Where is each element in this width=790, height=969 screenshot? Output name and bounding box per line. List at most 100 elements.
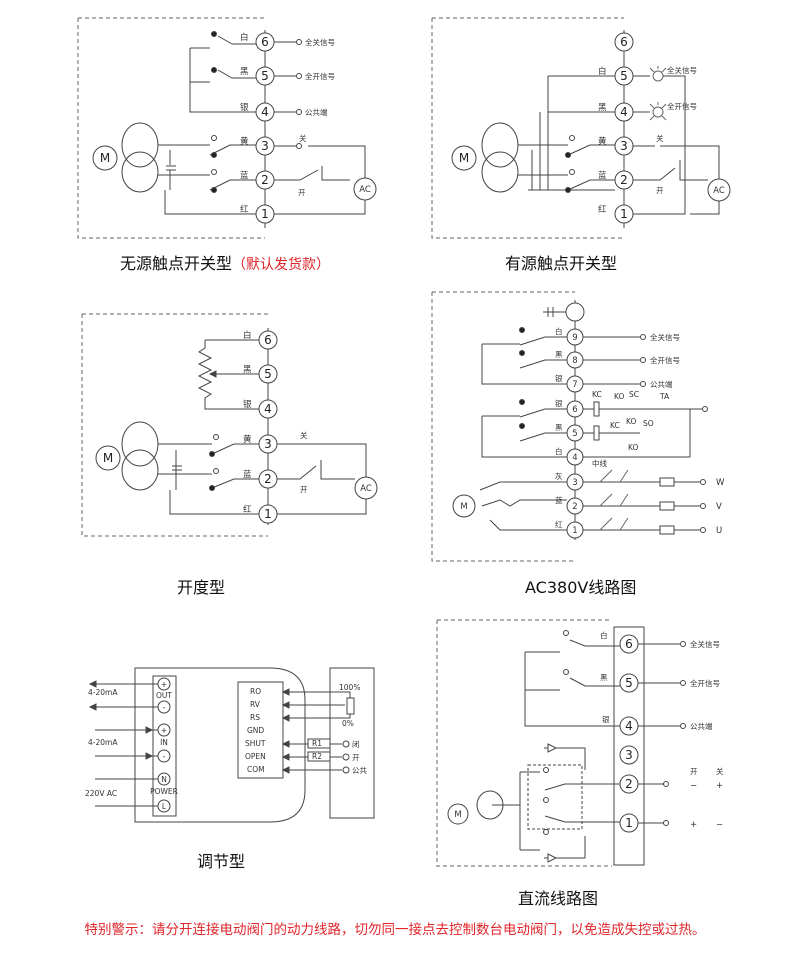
svg-text:白: 白 (555, 326, 563, 336)
svg-text:黑: 黑 (598, 103, 607, 113)
svg-text:黑: 黑 (240, 67, 249, 77)
svg-text:RS: RS (250, 713, 260, 722)
svg-text:闭: 闭 (352, 740, 360, 749)
svg-text:5: 5 (620, 69, 628, 83)
svg-text:关: 关 (716, 766, 724, 776)
diagram-active: 6 5 4 3 2 1 白 黑 黄 蓝 红 全关信号 全开信号 M 关 开 AC (431, 17, 731, 239)
svg-text:2: 2 (625, 777, 633, 791)
svg-text:4: 4 (572, 453, 577, 463)
svg-text:M: M (103, 451, 113, 465)
svg-text:M: M (100, 151, 110, 165)
svg-text:U: U (716, 526, 722, 536)
svg-text:COM: COM (247, 765, 265, 774)
svg-text:全开信号: 全开信号 (650, 355, 680, 365)
svg-text:黄: 黄 (243, 434, 252, 445)
svg-text:灰: 灰 (555, 471, 563, 481)
svg-text:公共端: 公共端 (690, 721, 713, 731)
svg-text:开: 开 (656, 186, 664, 195)
svg-text:红: 红 (243, 504, 252, 515)
svg-text:AC: AC (360, 484, 372, 494)
svg-text:6: 6 (572, 405, 577, 415)
svg-text:M: M (454, 810, 461, 820)
svg-text:IN: IN (160, 738, 168, 747)
svg-text:黑: 黑 (243, 365, 252, 375)
svg-text:M: M (460, 502, 467, 512)
svg-text:N: N (161, 775, 167, 784)
svg-text:公共: 公共 (352, 766, 367, 775)
svg-text:7: 7 (572, 380, 577, 390)
svg-text:M: M (459, 151, 469, 165)
svg-text:−: − (690, 781, 697, 791)
svg-text:黑: 黑 (600, 673, 608, 682)
svg-text:KO: KO (614, 392, 625, 401)
pin-6: 6 (261, 35, 269, 49)
svg-text:+: + (690, 820, 697, 830)
svg-text:6: 6 (625, 637, 633, 651)
svg-text:蓝: 蓝 (240, 170, 249, 181)
svg-text:100%: 100% (339, 683, 360, 692)
svg-text:1: 1 (264, 507, 272, 521)
svg-text:5: 5 (572, 429, 577, 439)
svg-text:全关信号: 全关信号 (667, 65, 697, 75)
svg-text:公共端: 公共端 (305, 107, 328, 117)
svg-text:4: 4 (264, 402, 272, 416)
svg-text:2: 2 (620, 173, 628, 187)
svg-text:银: 银 (240, 102, 249, 113)
svg-text:3: 3 (264, 437, 272, 451)
svg-text:白: 白 (598, 66, 607, 77)
svg-text:红: 红 (598, 204, 607, 215)
pin-3: 3 (261, 139, 269, 153)
svg-text:-: - (163, 703, 166, 712)
svg-text:银: 银 (555, 374, 563, 383)
svg-text:8: 8 (572, 356, 577, 366)
svg-text:−: − (716, 820, 723, 830)
svg-text:5: 5 (625, 676, 633, 690)
svg-text:黄: 黄 (240, 136, 249, 147)
svg-text:4: 4 (625, 719, 633, 733)
svg-text:中线: 中线 (592, 458, 607, 468)
lamp-icon (649, 66, 667, 121)
passive-signal-labels: 全关信号 全开信号 公共端 (305, 37, 335, 117)
pin-5: 5 (261, 69, 269, 83)
svg-text:6: 6 (264, 333, 272, 347)
svg-text:关: 关 (300, 430, 308, 440)
svg-text:3: 3 (572, 478, 577, 488)
svg-text:W: W (716, 478, 725, 488)
warning-text: 特别警示：请分开连接电动阀门的动力线路，切勿同一接点去控制数台电动阀门，以免造成… (84, 922, 706, 938)
svg-text:2: 2 (264, 472, 272, 486)
svg-text:白: 白 (243, 330, 252, 341)
svg-text:RV: RV (250, 700, 261, 709)
svg-text:+: + (161, 726, 167, 735)
caption-regulating: 调节型 (197, 852, 246, 871)
svg-text:黑: 黑 (555, 423, 563, 432)
svg-text:AC: AC (713, 186, 725, 196)
svg-text:1: 1 (620, 207, 628, 221)
svg-text:关: 关 (299, 133, 307, 143)
svg-text:4-20mA: 4-20mA (88, 738, 118, 747)
svg-text:SHUT: SHUT (245, 739, 266, 748)
svg-text:V: V (716, 502, 722, 512)
svg-text:关: 关 (656, 133, 664, 143)
svg-text:银: 银 (243, 399, 252, 410)
svg-text:KO: KO (626, 417, 637, 426)
pin-2: 2 (261, 173, 269, 187)
svg-text:SO: SO (643, 419, 654, 428)
svg-text:R1: R1 (312, 739, 322, 748)
svg-text:AC: AC (359, 185, 371, 195)
passive-pins: 6 5 4 3 2 1 (255, 32, 275, 224)
svg-text:4: 4 (620, 105, 628, 119)
svg-text:4-20mA: 4-20mA (88, 688, 118, 697)
pin-1: 1 (261, 207, 269, 221)
svg-text:3: 3 (625, 748, 633, 762)
svg-text:-: - (163, 752, 166, 761)
svg-text:黑: 黑 (555, 350, 563, 359)
svg-text:9: 9 (572, 333, 577, 343)
svg-text:全开信号: 全开信号 (667, 101, 697, 111)
svg-text:全开信号: 全开信号 (305, 71, 335, 81)
svg-text:L: L (162, 802, 167, 811)
svg-text:+: + (716, 781, 723, 791)
svg-text:红: 红 (555, 519, 563, 529)
svg-text:开: 开 (300, 485, 308, 494)
svg-text:银: 银 (555, 399, 563, 408)
